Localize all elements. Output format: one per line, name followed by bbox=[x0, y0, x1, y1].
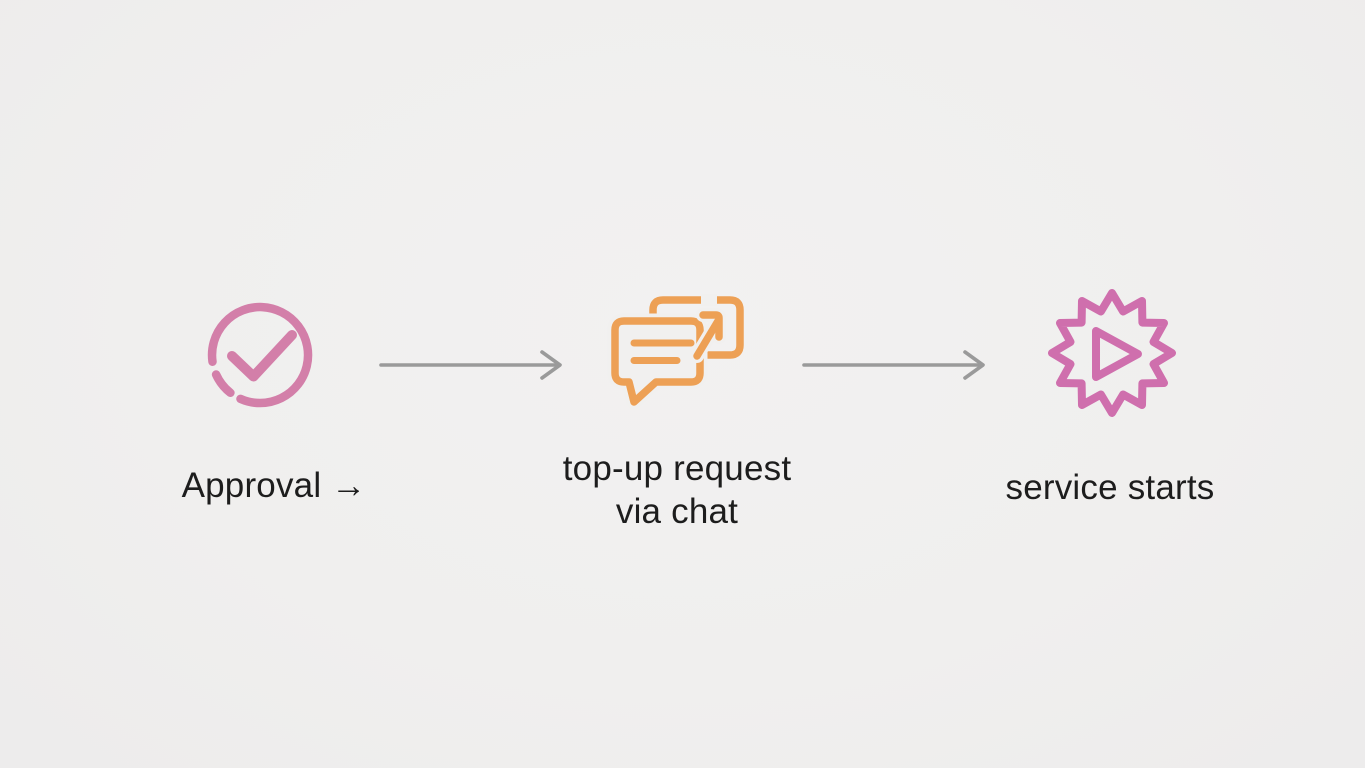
step-label-approval-text: Approval → bbox=[181, 466, 367, 505]
step-label-service-text: service starts bbox=[1005, 468, 1215, 507]
step-label-topup-line2: via chat bbox=[615, 492, 739, 531]
step-label-approval: Approval → bbox=[124, 464, 424, 507]
arrow-right-connector-2 bbox=[802, 350, 985, 380]
step-label-service-starts: service starts bbox=[950, 466, 1270, 509]
check-circle-icon bbox=[207, 302, 313, 408]
starburst-play-icon bbox=[1048, 289, 1176, 417]
chat-forward-icon bbox=[607, 294, 744, 410]
step-label-topup-chat: top-up request via chat bbox=[517, 447, 837, 533]
arrow-right-connector-1 bbox=[379, 350, 562, 380]
step-label-topup-line1: top-up request bbox=[562, 449, 792, 488]
